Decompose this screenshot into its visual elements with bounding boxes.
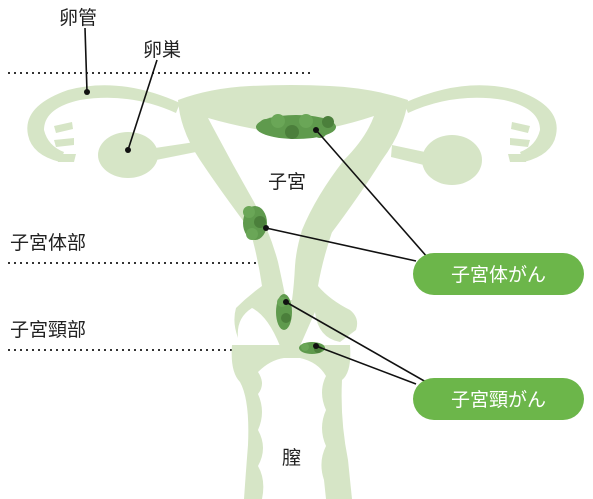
- leader-dots: [84, 89, 319, 349]
- cervical-cancer-pill: [413, 378, 584, 420]
- vagina-label: 膣: [282, 447, 301, 469]
- uterine-body-tumor-wall: [243, 206, 267, 240]
- body-cancer-pill: [413, 253, 584, 295]
- vaginal-cavity: [258, 358, 326, 499]
- cervical-tumor-upper: [276, 294, 292, 330]
- fallopian-tube-label: 卵管: [59, 7, 97, 29]
- uterine-body-section-label: 子宮体部: [10, 232, 86, 254]
- fallopian-tube-leader: [84, 27, 88, 93]
- upper-cervix-tumor-to-cervical-cancer: [285, 301, 427, 383]
- uterine-cavity: [208, 116, 374, 300]
- ovary-leader: [127, 59, 158, 151]
- ovary-label: 卵巣: [143, 39, 181, 61]
- cervical-cancer-label: 子宮頸がん: [451, 389, 546, 411]
- wall-tumor-to-body-cancer: [265, 227, 417, 262]
- cervix-section-label: 子宮頸部: [10, 319, 86, 341]
- uterine-body-tumor-fundus: [256, 114, 336, 139]
- lower-cervix-tumor-to-cervical-cancer: [315, 345, 417, 385]
- uterus-label: 子宮: [268, 171, 306, 193]
- body-cancer-label: 子宮体がん: [451, 264, 546, 286]
- fundus-tumor-to-body-cancer: [315, 129, 429, 259]
- leader-lines: [84, 27, 429, 385]
